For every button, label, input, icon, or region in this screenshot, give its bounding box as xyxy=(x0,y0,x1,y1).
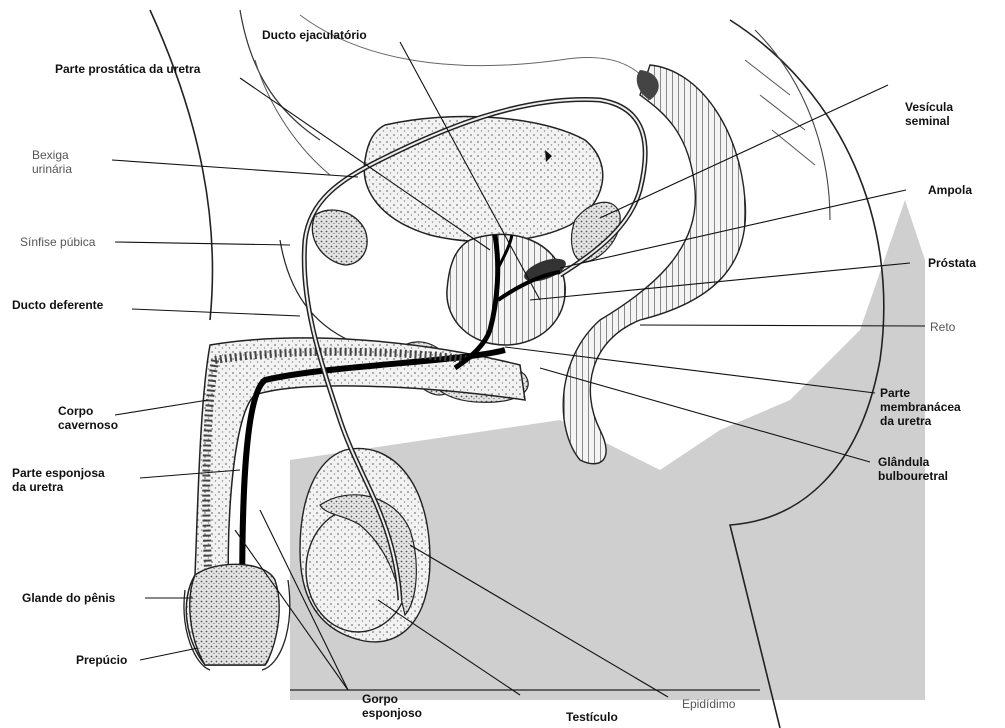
label-corpo-esponjoso: Gorpo esponjoso xyxy=(362,692,422,720)
label-parte-prostatica: Parte prostática da uretra xyxy=(55,62,200,76)
label-parte-esponjosa: Parte esponjosa da uretra xyxy=(12,466,105,494)
label-testiculo: Testículo xyxy=(566,710,618,724)
label-sinfise: Sínfise púbica xyxy=(20,235,95,249)
label-reto: Reto xyxy=(930,320,955,334)
label-ampola: Ampola xyxy=(928,183,972,197)
rectum xyxy=(563,65,745,464)
bladder xyxy=(364,117,603,242)
label-vesicula: Vesícula seminal xyxy=(905,100,953,128)
label-prepucio: Prepúcio xyxy=(76,653,127,667)
label-ducto-ejaculatorio: Ducto ejaculatório xyxy=(262,28,367,42)
label-epididimo: Epidídimo xyxy=(682,697,735,711)
label-glandula-bulbouretral: Glândula bulbouretral xyxy=(878,455,948,483)
pubic-symphysis xyxy=(312,210,367,265)
label-corpo-cavernoso: Corpo cavernoso xyxy=(58,404,118,432)
label-bexiga: Bexiga urinária xyxy=(32,148,72,176)
glans xyxy=(190,564,279,665)
label-glande: Glande do pênis xyxy=(22,591,115,605)
label-parte-membranacea: Parte membranácea da uretra xyxy=(880,386,961,428)
label-ducto-deferente: Ducto deferente xyxy=(12,298,103,312)
label-prostata: Próstata xyxy=(928,256,976,270)
